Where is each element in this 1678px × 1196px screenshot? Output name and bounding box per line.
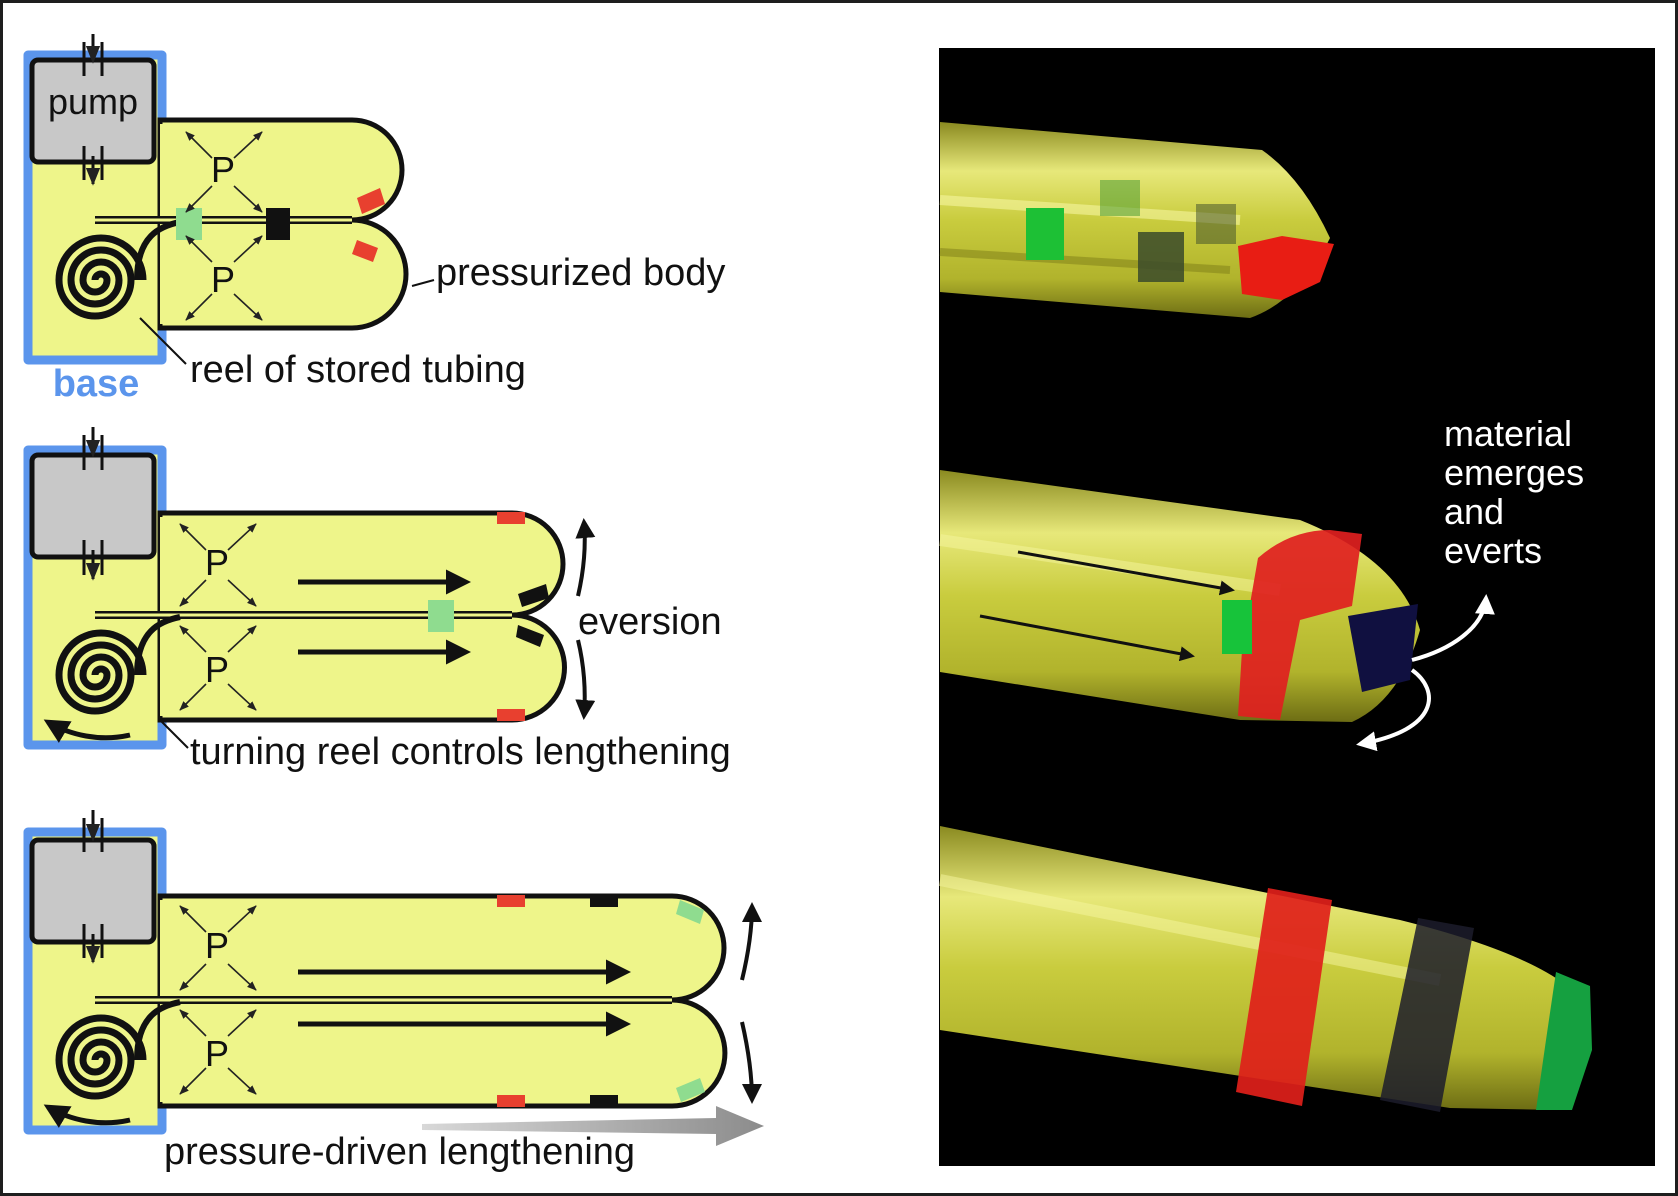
eversion-arrows: [740, 902, 762, 1104]
marker-red-top: [497, 895, 525, 907]
eversion-arrows: [575, 518, 596, 720]
annotation-line-1: material: [1444, 413, 1572, 454]
marker-green-bottom: [676, 1078, 705, 1102]
photo-annotation: material emerges and everts: [1444, 413, 1584, 571]
photo-flow-arrows: [979, 550, 1235, 662]
photo-tube-extended: [938, 826, 1592, 1112]
pressure-arrows: [179, 905, 257, 1095]
reel-spiral: [55, 234, 147, 320]
reel-turn-arrow: [43, 719, 131, 743]
pressure-label-bottom: P: [205, 649, 229, 690]
panel-pressure-driven: P P pressure-driven lengthening: [23, 810, 764, 1173]
reel-label: reel of stored tubing: [190, 349, 526, 391]
marker-black-top: [590, 895, 618, 907]
panel-reel-controlled: P P eversion turning reel controls lengt…: [23, 427, 731, 773]
marker-green: [176, 208, 202, 240]
lengthening-arrow: [422, 1106, 764, 1146]
body-leader: [411, 279, 435, 287]
photo-marker-red: [1236, 888, 1332, 1106]
marker-red-bottom: [352, 240, 378, 262]
marker-black: [266, 208, 290, 240]
annotation-line-4: everts: [1444, 530, 1542, 571]
pressure-label-top: P: [205, 542, 229, 583]
pressure-label-top: P: [211, 149, 235, 190]
pressure-label-top: P: [205, 925, 229, 966]
pressure-arrows: [179, 523, 257, 711]
lengthening-label: pressure-driven lengthening: [164, 1131, 635, 1173]
reel-spiral: [55, 629, 147, 715]
photo-eversion-arrows: [1356, 594, 1495, 752]
marker-green-top: [676, 900, 704, 924]
photo-marker-green: [1222, 600, 1252, 654]
photo-marker-black: [1348, 604, 1418, 692]
pump-inlet: [82, 34, 104, 186]
marker-black-bottom: [516, 625, 544, 647]
photo-marker-red: [1238, 236, 1334, 300]
pump-label: pump: [48, 81, 138, 122]
reel-leader: [159, 719, 189, 749]
marker-green: [428, 600, 454, 632]
pressure-arrows: [185, 131, 263, 321]
reel-leader: [139, 317, 187, 365]
marker-red-bottom: [497, 1095, 525, 1107]
base-label: base: [53, 363, 140, 405]
marker-red-top: [497, 512, 525, 524]
reel-turn-arrow: [43, 1104, 131, 1128]
pressure-label-bottom: P: [211, 259, 235, 300]
reel-label: turning reel controls lengthening: [190, 731, 731, 773]
annotation-line-2: emerges: [1444, 452, 1584, 493]
photo-marker-black: [1138, 232, 1184, 282]
flow-arrows: [298, 569, 471, 665]
photo-panel: material emerges and everts: [938, 48, 1655, 1166]
panel-initial: pump P P pressurized body reel of stored…: [23, 34, 725, 405]
photo-tube-initial: [939, 122, 1334, 318]
photo-marker-black: [1380, 918, 1474, 1112]
body-label: pressurized body: [436, 252, 725, 294]
photo-marker-red: [1238, 530, 1362, 720]
photo-marker-green: [1026, 208, 1064, 260]
eversion-label: eversion: [578, 601, 722, 643]
marker-black-top: [518, 584, 549, 607]
photo-marker-green: [1536, 972, 1592, 1110]
reel-spiral: [55, 1014, 147, 1100]
photo-tube-everting: material emerges and everts: [939, 413, 1584, 752]
marker-red-bottom: [497, 709, 525, 721]
annotation-line-3: and: [1444, 491, 1504, 532]
marker-red-top: [357, 188, 385, 214]
pressure-label-bottom: P: [205, 1033, 229, 1074]
flow-arrows: [298, 959, 631, 1037]
pump: [29, 452, 157, 560]
marker-black-bottom: [590, 1095, 618, 1107]
pump: [29, 837, 157, 945]
